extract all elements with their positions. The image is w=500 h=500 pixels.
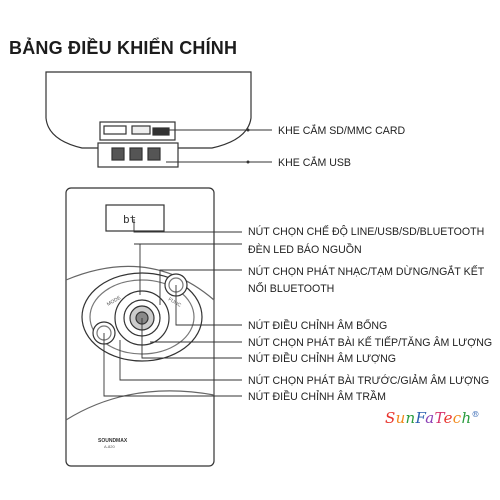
- label-power-led: ĐÈN LED BÁO NGUỒN: [248, 244, 362, 256]
- line-play: [159, 269, 242, 305]
- label-play-line1: NÚT CHỌN PHÁT NHẠC/TẠM DỪNG/NGẮT KẾT: [248, 266, 485, 278]
- line-bass: [103, 333, 242, 397]
- usb-pin-3: [147, 147, 161, 161]
- label-usb: KHE CẮM USB: [278, 157, 351, 169]
- display-window: [105, 204, 165, 232]
- card-ports: [152, 127, 170, 136]
- watermark-letter: F: [415, 409, 426, 427]
- model-text: A-820: [104, 444, 115, 449]
- watermark-logo: SunFaTech®: [385, 409, 480, 427]
- watermark-letter: c: [452, 409, 462, 427]
- label-treble: NÚT ĐIỀU CHỈNH ÂM BỔNG: [248, 320, 388, 332]
- page-title: BẢNG ĐIỀU KHIỂN CHÍNH: [9, 38, 238, 58]
- watermark-letter: T: [434, 409, 444, 427]
- line-volume: [141, 318, 242, 359]
- label-bass: NÚT ĐIỀU CHỈNH ÂM TRẦM: [248, 391, 386, 403]
- watermark-text: SunFaTech: [385, 409, 471, 427]
- usb-pin-2: [129, 147, 143, 161]
- watermark-mark: ®: [471, 410, 480, 419]
- label-mode-button: NÚT CHỌN CHẾ ĐỘ LINE/USB/SD/BLUETOOTH: [248, 226, 485, 238]
- watermark-letter: h: [461, 409, 472, 427]
- sd-slot-label: [131, 125, 151, 135]
- control-oval-outer: [81, 272, 203, 362]
- label-next: NÚT CHỌN PHÁT BÀI KẾ TIẾP/TĂNG ÂM LƯỢNG: [248, 337, 493, 349]
- usb-pin-1: [111, 147, 125, 161]
- watermark-letter: e: [443, 409, 453, 427]
- top-unit-body: [45, 71, 252, 149]
- line-prev: [119, 340, 242, 381]
- line-treble: [175, 285, 242, 326]
- display-text: bt: [123, 213, 136, 226]
- watermark-letter: n: [405, 409, 416, 427]
- sd-slot: [103, 125, 127, 135]
- watermark-letter: S: [385, 409, 396, 427]
- knob-right-text: FUNC: [167, 297, 182, 309]
- watermark-letter: u: [395, 409, 406, 427]
- label-prev: NÚT CHỌN PHÁT BÀI TRƯỚC/GIẢM ÂM LƯỢNG: [248, 375, 490, 387]
- line-mode: [133, 219, 242, 233]
- label-sd-card: KHE CẮM SD/MMC CARD: [278, 125, 406, 137]
- panel-wave: [65, 265, 215, 421]
- label-volume: NÚT ĐIỀU CHỈNH ÂM LƯỢNG: [248, 353, 397, 365]
- brand-text: SOUNDMAX: [98, 438, 128, 444]
- label-play-line2: NỐI BLUETOOTH: [248, 283, 335, 295]
- line-led: [134, 243, 242, 295]
- watermark-letter: a: [425, 409, 435, 427]
